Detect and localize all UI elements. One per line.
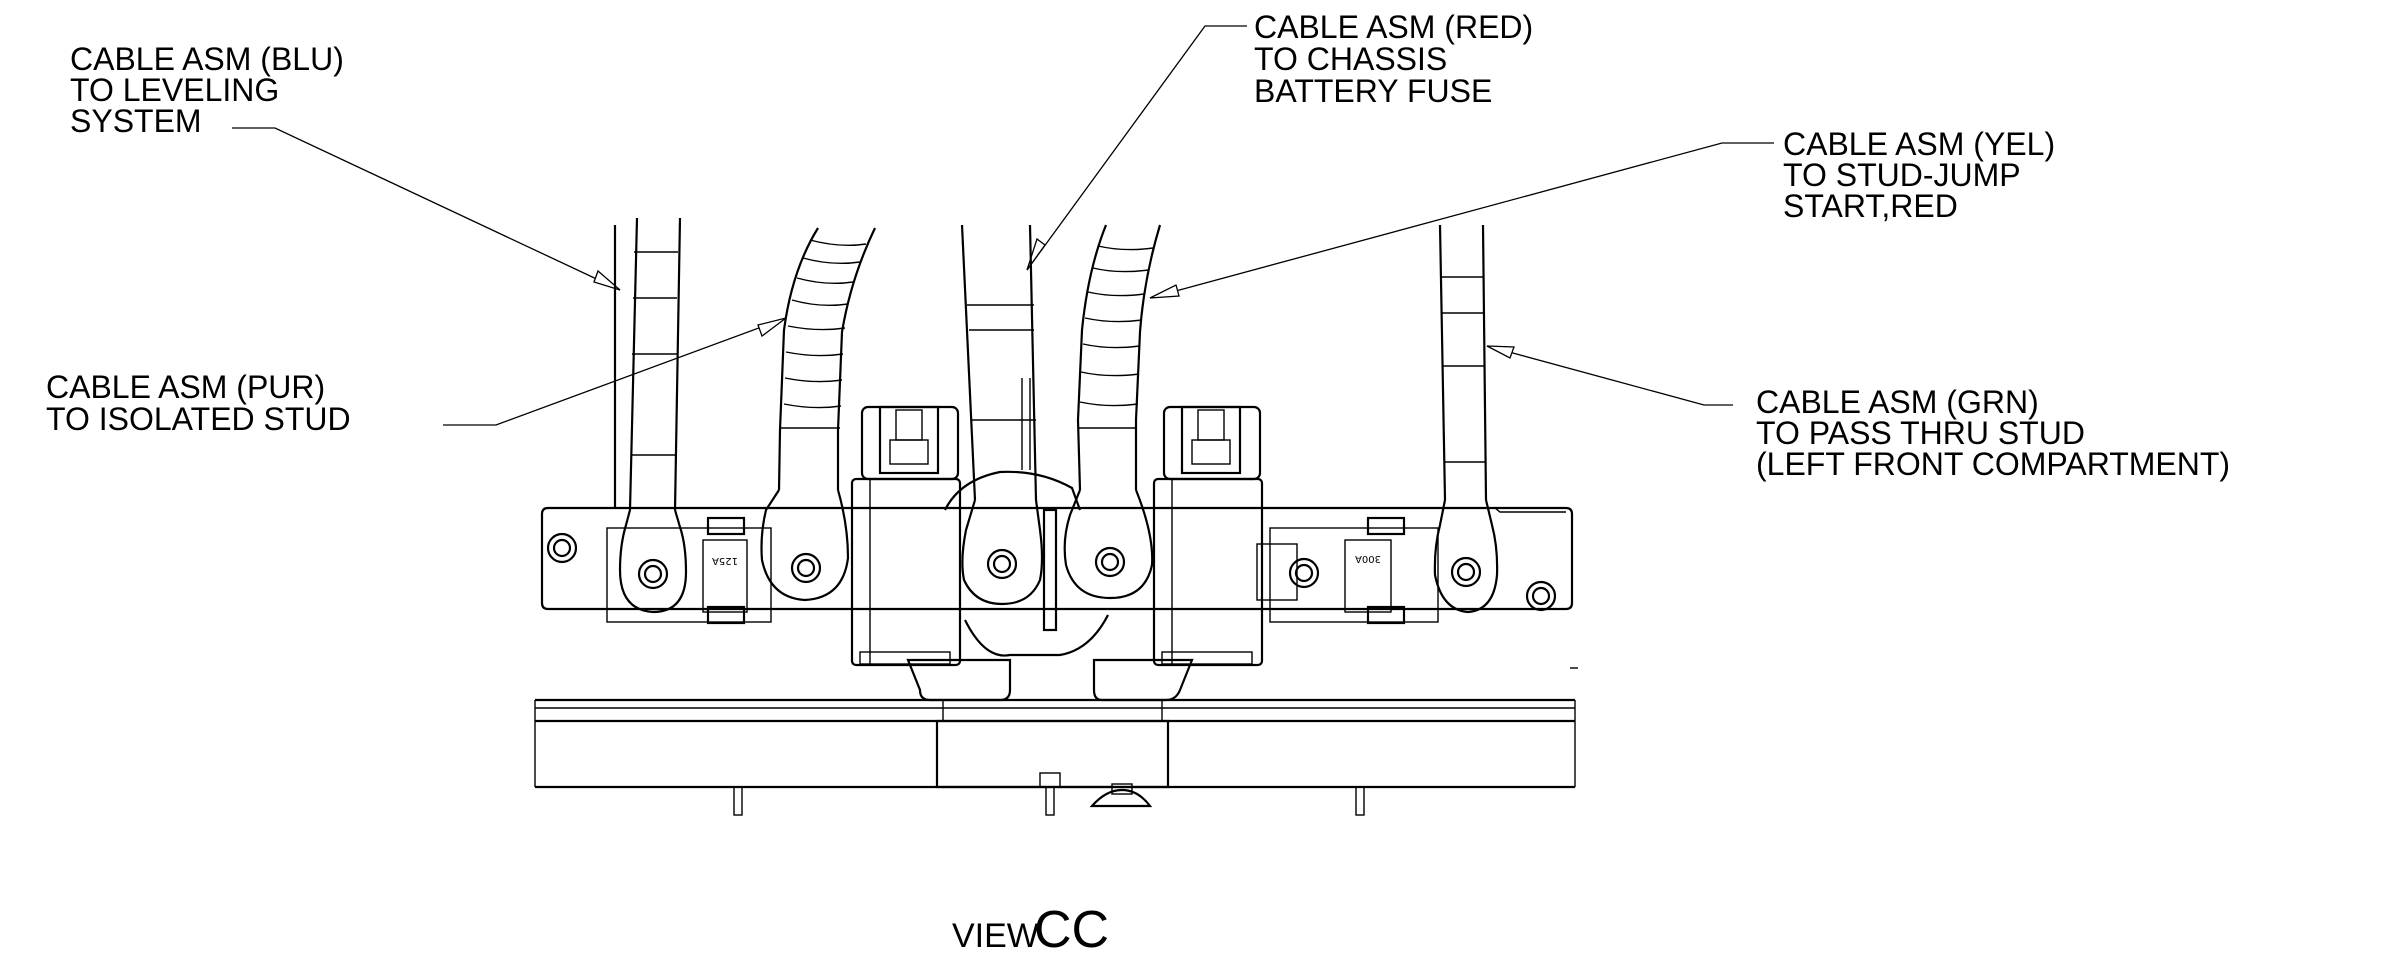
cable-pur [760,227,876,602]
cable-grn [1433,224,1499,614]
fuse-right: 300A [1269,516,1439,625]
callout-yel-line-3: START,RED [1783,188,1958,224]
center-housing [906,378,1194,702]
leader-grn [1486,345,1733,406]
callout-pur-line-1: CABLE ASM (PUR) [46,369,325,405]
fuse-left: 125A [606,516,772,625]
lower-rail [534,698,1576,789]
view-title: VIEW CC [952,901,1109,959]
callout-yel: CABLE ASM (YEL) TO STUD-JUMP START,RED [1783,126,2055,224]
callout-yel-line-1: CABLE ASM (YEL) [1783,126,2055,162]
view-title-prefix: VIEW [952,917,1039,955]
callout-red-line-2: TO CHASSIS [1254,41,1447,77]
callout-red: CABLE ASM (RED) TO CHASSIS BATTERY FUSE [1254,9,1533,109]
contactor-right [1152,405,1264,667]
leader-red [1026,25,1247,271]
callout-blu-line-1: CABLE ASM (BLU) [70,41,344,77]
cable-yel [1063,224,1162,600]
fuse-right-rating: 300A [1355,553,1381,564]
callout-pur: CABLE ASM (PUR) TO ISOLATED STUD [46,369,351,437]
center-studs [1256,543,1320,601]
contactor-left [850,405,962,667]
leader-pur [443,317,787,426]
view-title-letters: CC [1034,901,1109,959]
callout-blu: CABLE ASM (BLU) TO LEVELING SYSTEM [70,41,344,139]
fuse-left-rating: 125A [712,555,738,566]
callout-grn-line-2: TO PASS THRU STUD [1756,415,2085,451]
cable-red [960,224,1044,606]
callout-pur-line-2: TO ISOLATED STUD [46,401,351,437]
leader-yel [1149,142,1774,299]
callout-blu-line-3: SYSTEM [70,103,202,139]
cable-blu [618,217,688,614]
callout-grn-line-1: CABLE ASM (GRN) [1756,384,2039,420]
callout-red-line-1: CABLE ASM (RED) [1254,9,1533,45]
callout-grn: CABLE ASM (GRN) TO PASS THRU STUD (LEFT … [1756,384,2230,482]
callout-grn-line-3: (LEFT FRONT COMPARTMENT) [1756,446,2230,482]
mounting-plate [540,506,1578,669]
callout-blu-line-2: TO LEVELING [70,72,279,108]
leader-blu [232,127,621,291]
standoff-pins [733,772,1365,816]
callout-yel-line-2: TO STUD-JUMP [1783,157,2021,193]
callout-red-line-3: BATTERY FUSE [1254,73,1492,109]
